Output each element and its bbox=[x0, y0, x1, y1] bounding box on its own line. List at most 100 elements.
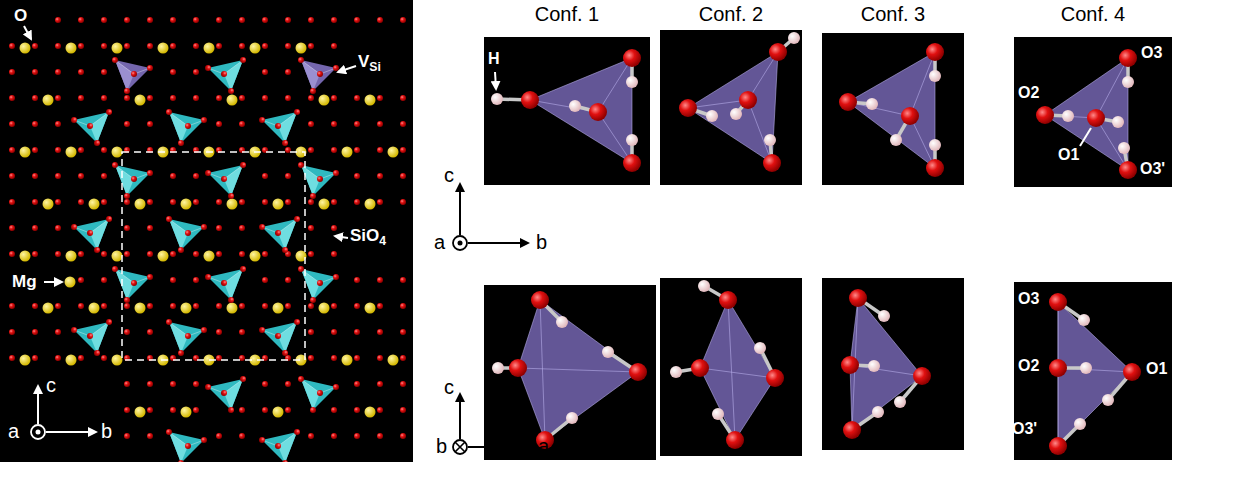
oxygen-atom bbox=[71, 117, 77, 123]
axis-symbol bbox=[453, 440, 467, 454]
tetrahedron-face bbox=[262, 322, 297, 353]
oxygen-atom bbox=[308, 95, 314, 101]
oxygen-atom bbox=[239, 225, 245, 231]
tetrahedron-face bbox=[224, 269, 243, 300]
oxygen-atoms bbox=[9, 17, 406, 439]
magnesium-atom bbox=[273, 303, 284, 314]
oxygen-atom bbox=[147, 381, 153, 387]
magnesium-atom bbox=[319, 303, 330, 314]
tetrahedron-edge bbox=[688, 52, 778, 108]
oxygen-atom bbox=[377, 277, 383, 283]
tetrahedron-face bbox=[115, 165, 150, 196]
magnesium-atom bbox=[250, 251, 261, 262]
hydrogen-atom bbox=[890, 134, 902, 146]
oxygen-atom bbox=[131, 71, 137, 77]
tetrahedron-face bbox=[74, 219, 109, 250]
tetrahedron-edge bbox=[530, 58, 632, 100]
oxygen-atom bbox=[124, 121, 130, 127]
tetrahedron-face bbox=[169, 112, 204, 143]
magnesium-atom bbox=[112, 355, 123, 366]
pointer-arrow bbox=[24, 26, 31, 39]
oxygen-atom bbox=[331, 147, 337, 153]
tetrahedron-face bbox=[301, 269, 336, 300]
oxygen-atom bbox=[106, 109, 112, 115]
axis-symbol bbox=[31, 425, 45, 439]
magnesium-atom bbox=[319, 95, 330, 106]
axis-label: c bbox=[444, 164, 454, 187]
oxygen-atom bbox=[262, 95, 268, 101]
oxygen-atom bbox=[9, 329, 15, 335]
oxygen-atom bbox=[400, 303, 406, 309]
oxygen-atom bbox=[331, 407, 337, 413]
oxygen-atom bbox=[308, 199, 314, 205]
hydrogen-atom bbox=[878, 310, 890, 322]
oxygen-atom bbox=[1119, 49, 1137, 67]
magnesium-atom bbox=[250, 43, 261, 54]
oxygen-atom bbox=[228, 407, 234, 413]
oxygen-atom bbox=[354, 95, 360, 101]
configuration-panel bbox=[822, 33, 964, 185]
oxygen-atom bbox=[112, 162, 118, 168]
oxygen-atom bbox=[216, 303, 222, 309]
tetrahedron-edge bbox=[540, 300, 638, 372]
sio4-tetrahedron bbox=[259, 216, 300, 253]
oxygen-atom bbox=[239, 199, 245, 205]
oxygen-atom bbox=[354, 303, 360, 309]
oxygen-atom bbox=[55, 69, 61, 75]
oxygen-atom bbox=[285, 43, 291, 49]
tetrahedron-face bbox=[278, 322, 297, 353]
tetrahedron-edge bbox=[530, 100, 632, 163]
oxygen-atom bbox=[623, 49, 641, 67]
oxygen-atom bbox=[124, 95, 130, 101]
oxygen-atom bbox=[32, 303, 38, 309]
panel-background bbox=[660, 278, 802, 456]
tetrahedron-face bbox=[169, 322, 188, 353]
oxygen-atom bbox=[147, 95, 153, 101]
oxygen-atom bbox=[285, 17, 291, 23]
oxygen-atom bbox=[285, 407, 291, 413]
magnesium-atom bbox=[388, 147, 399, 158]
panel-background bbox=[660, 30, 802, 185]
oxygen-atom bbox=[170, 199, 176, 205]
oxygen-atom bbox=[193, 199, 199, 205]
oxygen-atom bbox=[1119, 161, 1137, 179]
sio4-tetrahedron bbox=[298, 162, 339, 199]
sio4-tetrahedron bbox=[71, 319, 112, 356]
magnesium-atom bbox=[158, 251, 169, 262]
magnesium-atom bbox=[89, 303, 100, 314]
oxygen-atom bbox=[131, 280, 137, 286]
oxygen-atom bbox=[285, 69, 291, 75]
oxygen-atom bbox=[262, 199, 268, 205]
hydrogen-atom bbox=[626, 134, 638, 146]
axis-label: c bbox=[444, 376, 454, 399]
oxygen-atom bbox=[55, 173, 61, 179]
tetrahedron-face bbox=[208, 165, 243, 196]
oxygen-atom bbox=[124, 225, 130, 231]
oxygen-atom bbox=[310, 88, 316, 94]
atom-label: O3 bbox=[1018, 290, 1039, 308]
oxygen-atom bbox=[32, 147, 38, 153]
oxygen-atom bbox=[317, 280, 323, 286]
magnesium-atom bbox=[273, 199, 284, 210]
atom-label: O3' bbox=[1140, 160, 1165, 178]
tetrahedron-face bbox=[115, 60, 150, 91]
oxygen-atom bbox=[101, 147, 107, 153]
oxygen-atom bbox=[294, 216, 300, 222]
tetrahedron-edge bbox=[700, 368, 775, 378]
oxygen-atom bbox=[170, 251, 176, 257]
oxygen-atom bbox=[1087, 109, 1105, 127]
sio4-tetrahedron bbox=[71, 216, 112, 253]
oxygen-atom bbox=[239, 303, 245, 309]
magnesium-atom bbox=[20, 251, 31, 262]
oxygen-atom bbox=[354, 433, 360, 439]
sio4-tetrahedron bbox=[166, 109, 207, 146]
tetrahedron-face bbox=[208, 269, 243, 300]
oxygen-atom bbox=[78, 199, 84, 205]
oxygen-atom bbox=[216, 433, 222, 439]
axis-arrow bbox=[468, 242, 528, 244]
oxygen-atom bbox=[400, 329, 406, 335]
sio4-tetrahedron bbox=[205, 266, 246, 303]
oxygen-atom bbox=[94, 350, 100, 356]
magnesium-atom bbox=[112, 251, 123, 262]
oxygen-atom bbox=[124, 193, 130, 199]
